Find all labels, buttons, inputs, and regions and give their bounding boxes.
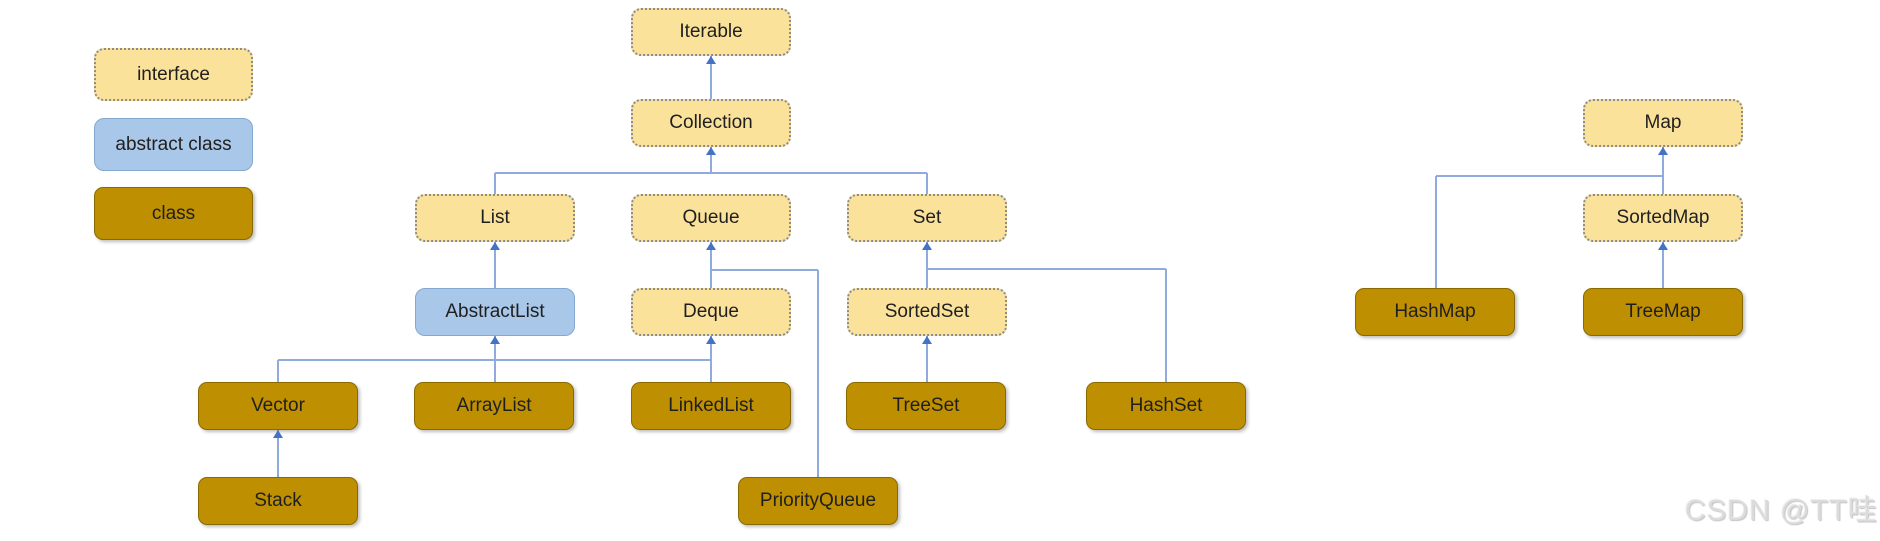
node-priorityqueue: PriorityQueue <box>738 477 898 525</box>
edge-collection-children-bus <box>495 172 927 174</box>
node-hashset: HashSet <box>1086 382 1246 430</box>
edge-bus-to-abstractlist <box>494 336 496 382</box>
edge-priorityqueue-to-queue <box>711 269 818 271</box>
arrowhead-bus-to-abstractlist <box>490 335 500 344</box>
arrowhead-stack-to-vector <box>273 429 283 438</box>
node-list: List <box>415 194 575 242</box>
arrowhead-abstractlist-to-list <box>490 241 500 250</box>
arrowhead-treeset-to-sortedset <box>922 335 932 344</box>
edge-treemap-to-sortedmap <box>1662 242 1664 288</box>
watermark: CSDN @TT哇 <box>1684 495 1878 527</box>
edge-impl-bus-left <box>277 360 279 382</box>
edge-hashset-to-set <box>927 268 1166 270</box>
node-hashmap: HashMap <box>1355 288 1515 336</box>
edge-hashmap-to-map <box>1436 175 1663 177</box>
node-vector: Vector <box>198 382 358 430</box>
node-abstractlist: AbstractList <box>415 288 575 336</box>
edge-abstractlist-to-list <box>494 242 496 288</box>
node-linkedlist: LinkedList <box>631 382 791 430</box>
edge-sortedmap-to-map <box>1662 147 1664 194</box>
node-stack: Stack <box>198 477 358 525</box>
edge-collection-to-iterable <box>710 56 712 99</box>
node-sortedmap: SortedMap <box>1583 194 1743 242</box>
edge-bus-to-deque <box>710 336 712 382</box>
node-treemap: TreeMap <box>1583 288 1743 336</box>
legend-class: class <box>94 187 253 240</box>
arrowhead-bus-to-deque <box>706 335 716 344</box>
node-set: Set <box>847 194 1007 242</box>
arrowhead-collection-to-iterable <box>706 55 716 64</box>
node-collection: Collection <box>631 99 791 147</box>
edge-hashset-to-set <box>1165 269 1167 382</box>
edge-collection-children-bus <box>494 173 496 194</box>
arrowhead-sortedset-to-set <box>922 241 932 250</box>
arrowhead-deque-to-queue <box>706 241 716 250</box>
node-iterable: Iterable <box>631 8 791 56</box>
edge-children-to-collection <box>710 147 712 173</box>
legend-abstract: abstract class <box>94 118 253 171</box>
edge-deque-to-queue <box>710 242 712 288</box>
edge-collection-children-bus <box>926 173 928 194</box>
node-arraylist: ArrayList <box>414 382 574 430</box>
arrowhead-treemap-to-sortedmap <box>1658 241 1668 250</box>
legend-interface: interface <box>94 48 253 101</box>
edge-priorityqueue-to-queue <box>817 270 819 477</box>
edge-stack-to-vector <box>277 430 279 477</box>
edge-treeset-to-sortedset <box>926 336 928 382</box>
edge-hashmap-to-map <box>1435 176 1437 288</box>
arrowhead-sortedmap-to-map <box>1658 146 1668 155</box>
arrowhead-children-to-collection <box>706 146 716 155</box>
node-queue: Queue <box>631 194 791 242</box>
node-sortedset: SortedSet <box>847 288 1007 336</box>
edge-sortedset-to-set <box>926 242 928 288</box>
node-deque: Deque <box>631 288 791 336</box>
node-treeset: TreeSet <box>846 382 1006 430</box>
node-map: Map <box>1583 99 1743 147</box>
